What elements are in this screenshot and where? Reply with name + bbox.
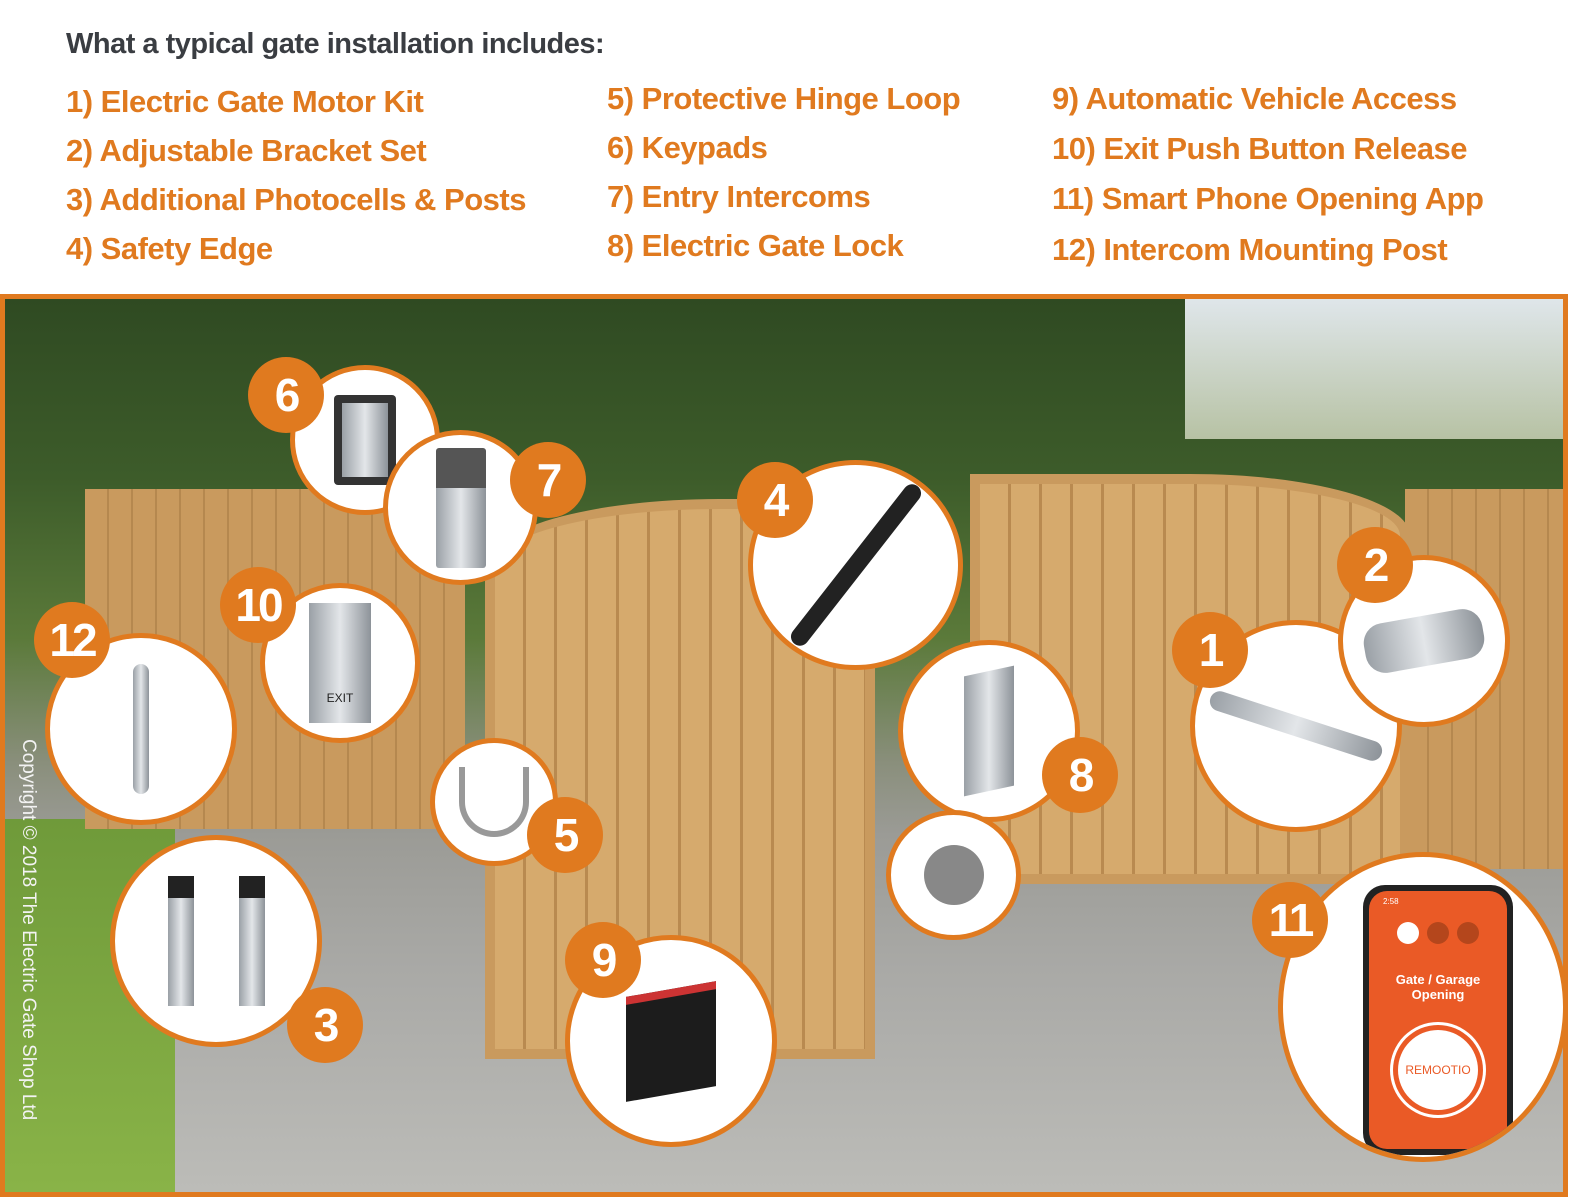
- item-10: 10) Exit Push Button Release: [1052, 131, 1467, 166]
- badge-8: 8: [1042, 737, 1118, 813]
- badge-7: 7: [510, 442, 586, 518]
- badge-1: 1: [1172, 612, 1248, 688]
- photocell-icon: [167, 876, 265, 1006]
- mounting-post-icon: [133, 664, 149, 794]
- badge-3: 3: [287, 987, 363, 1063]
- motor-icon: [1207, 688, 1385, 764]
- wifi-icon[interactable]: [1427, 922, 1449, 944]
- smartphone: 2:58 Gate / Garage Opening REMOOTIO: [1363, 885, 1513, 1155]
- connection-icons: [1369, 922, 1507, 944]
- photocell-callout: [110, 835, 322, 1047]
- bracket-icon: [1360, 605, 1488, 677]
- app-callout: 2:58 Gate / Garage Opening REMOOTIO: [1278, 852, 1568, 1162]
- lock-plate-icon: [923, 845, 984, 905]
- item-5: 5) Protective Hinge Loop: [607, 81, 961, 116]
- mounting-post-callout: [45, 633, 237, 825]
- sky: [1185, 299, 1563, 439]
- item-6: 6) Keypads: [607, 130, 768, 165]
- radio-icon[interactable]: [1457, 922, 1479, 944]
- badge-6: 6: [248, 357, 324, 433]
- badge-5: 5: [527, 797, 603, 873]
- intercom-icon: [435, 447, 486, 568]
- app-screen-title: Gate / Garage Opening: [1395, 972, 1481, 1002]
- exit-button-icon: EXIT: [309, 603, 371, 723]
- open-gate-button[interactable]: REMOOTIO: [1398, 1030, 1478, 1110]
- badge-9: 9: [565, 922, 641, 998]
- badge-2: 2: [1337, 527, 1413, 603]
- item-9: 9) Automatic Vehicle Access: [1052, 81, 1457, 116]
- gate-lock-icon: [964, 665, 1014, 797]
- keypad-icon: [334, 395, 396, 485]
- loop-detector-icon: [626, 980, 716, 1102]
- bluetooth-icon[interactable]: [1397, 922, 1419, 944]
- item-1: 1) Electric Gate Motor Kit: [66, 84, 424, 119]
- item-11: 11) Smart Phone Opening App: [1052, 181, 1484, 216]
- item-7: 7) Entry Intercoms: [607, 179, 871, 214]
- app-screen: 2:58 Gate / Garage Opening REMOOTIO: [1369, 891, 1507, 1149]
- badge-12: 12: [34, 602, 110, 678]
- item-3: 3) Additional Photocells & Posts: [66, 182, 526, 217]
- hinge-loop-icon: [459, 767, 529, 837]
- exit-label: EXIT: [326, 691, 354, 705]
- status-time: 2:58: [1383, 897, 1399, 906]
- item-12: 12) Intercom Mounting Post: [1052, 232, 1448, 267]
- intercom-callout: [383, 430, 538, 585]
- item-4: 4) Safety Edge: [66, 231, 273, 266]
- item-2: 2) Adjustable Bracket Set: [66, 133, 427, 168]
- page-title: What a typical gate installation include…: [66, 28, 605, 60]
- badge-10: 10: [220, 567, 296, 643]
- item-8: 8) Electric Gate Lock: [607, 228, 904, 263]
- lock-plate-callout: [886, 810, 1021, 940]
- badge-4: 4: [737, 462, 813, 538]
- badge-11: 11: [1252, 882, 1328, 958]
- copyright: Copyright © 2018 The Electric Gate Shop …: [18, 739, 39, 1121]
